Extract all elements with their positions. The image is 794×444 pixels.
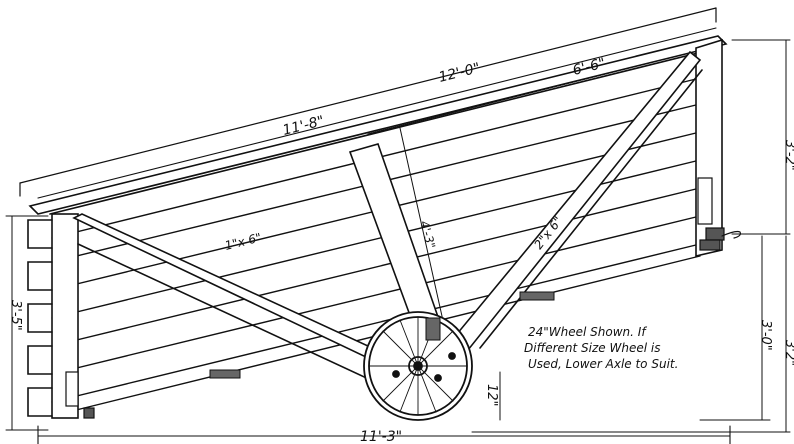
lower-right-dimensions <box>471 235 791 433</box>
label-left-height: 3'-5" <box>8 300 23 331</box>
label-lower-right-b: 3'2" <box>782 340 794 366</box>
bottom-dimension <box>37 425 731 444</box>
label-upright-length: 4'-3" <box>417 219 438 250</box>
label-brace-span: 6'-6" <box>571 55 607 79</box>
right-height-dimension <box>731 39 791 235</box>
note-line-3: Used, Lower Axle to Suit. <box>528 357 678 371</box>
wheel <box>363 311 473 421</box>
label-bottom-length: 11'-3" <box>360 429 402 444</box>
upright-dimension <box>393 121 451 353</box>
top-dimension-11ft8 <box>37 27 717 199</box>
label-lower-right-a: 3'-0" <box>758 320 773 351</box>
note-line-1: 24"Wheel Shown. If <box>528 325 647 339</box>
hinge-brackets <box>65 177 741 419</box>
label-boards: 1"x 6" <box>223 230 263 253</box>
top-dimension-12ft <box>19 7 717 197</box>
cleat-blocks <box>209 291 555 379</box>
label-right-height: 3'-2" <box>782 140 794 171</box>
label-axle-drop: 12" <box>484 384 499 407</box>
label-top-overall: 12'-0" <box>437 60 482 86</box>
left-height-dimension <box>5 215 49 431</box>
top-rail <box>28 35 728 215</box>
note-line-2: Different Size Wheel is <box>524 341 660 355</box>
